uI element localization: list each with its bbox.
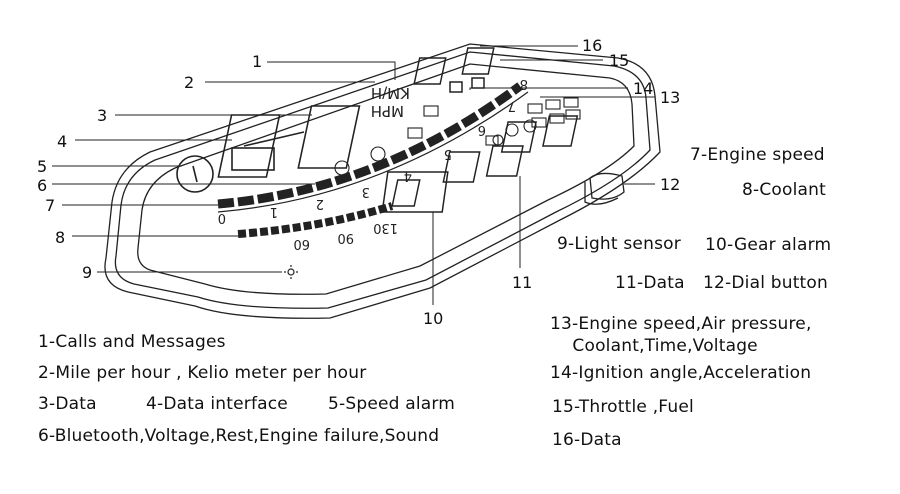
gear-readout — [381, 171, 449, 213]
rpm-tick: 8 — [520, 76, 528, 91]
callout-6: 6 — [37, 176, 48, 195]
legend-item-7: 7-Engine speed — [690, 145, 825, 165]
rpm-tick: 7 — [508, 98, 516, 113]
rpm-tick: 1 — [270, 204, 278, 219]
callout-7: 7 — [45, 196, 56, 215]
coolant-tick: 60 — [293, 236, 310, 251]
legend-item-3: 3-Data — [38, 394, 97, 414]
legend-item-6: 6-Bluetooth,Voltage,Rest,Engine failure,… — [38, 426, 440, 446]
legend-item-15: 15-Throttle ,Fuel — [552, 397, 694, 417]
coolant-tick: 90 — [337, 230, 354, 245]
legend-item-14: 14-Ignition angle,Acceleration — [550, 363, 812, 383]
callout-9: 9 — [82, 263, 93, 282]
callout-5: 5 — [37, 157, 48, 176]
light-sensor-icon — [284, 265, 298, 279]
legend-item-8: 8-Coolant — [742, 180, 827, 200]
callout-4: 4 — [57, 132, 68, 151]
legend-item-4: 4-Data interface — [146, 394, 288, 414]
callout-8: 8 — [55, 228, 66, 247]
legend-item-11: 11-Data — [615, 273, 685, 293]
callout-12: 12 — [660, 175, 681, 194]
legend-item-13: 13-Engine speed,Air pressure, Coolant,Ti… — [550, 314, 812, 356]
rpm-tick: 0 — [218, 210, 226, 225]
rpm-tick-labels: 0 1 2 3 4 5 6 7 8 — [218, 76, 528, 225]
rpm-tick: 6 — [478, 122, 486, 137]
speed-digits — [217, 105, 361, 178]
indicator-icons — [334, 97, 581, 176]
coolant-tick: 130 — [373, 220, 398, 235]
legend-item-12: 12-Dial button — [703, 273, 828, 293]
legend-item-10: 10-Gear alarm — [705, 235, 832, 255]
top-readout — [413, 47, 495, 93]
rpm-arc — [217, 82, 529, 213]
leader-lines — [52, 45, 655, 305]
rpm-tick: 2 — [316, 196, 324, 211]
legend-item-1: 1-Calls and Messages — [38, 332, 226, 352]
callout-11: 11 — [512, 273, 533, 292]
callout-10: 10 — [423, 309, 444, 328]
unit-kmh-label: KM/H — [371, 84, 410, 102]
rpm-tick: 4 — [404, 168, 412, 183]
callout-16: 16 — [582, 36, 603, 55]
callout-1: 1 — [252, 52, 263, 71]
unit-mph-label: MPH — [371, 102, 404, 120]
hud-device — [104, 43, 661, 319]
callout-14: 14 — [633, 79, 654, 98]
rpm-tick: 3 — [362, 184, 370, 199]
legend-item-2: 2-Mile per hour , Kelio meter per hour — [38, 363, 367, 383]
data-readout-right — [442, 115, 579, 183]
legend-item-5: 5-Speed alarm — [328, 394, 456, 414]
speed-alarm-icon — [176, 155, 214, 193]
callout-13: 13 — [660, 88, 681, 107]
legend-item-16: 16-Data — [552, 430, 622, 450]
callout-2: 2 — [184, 73, 195, 92]
callout-15: 15 — [609, 51, 630, 70]
rpm-tick: 5 — [444, 146, 452, 161]
coolant-tick-labels: 60 90 130 — [293, 220, 398, 251]
legend-item-9: 9-Light sensor — [557, 234, 681, 254]
coolant-bar — [237, 202, 394, 238]
callout-3: 3 — [97, 106, 108, 125]
